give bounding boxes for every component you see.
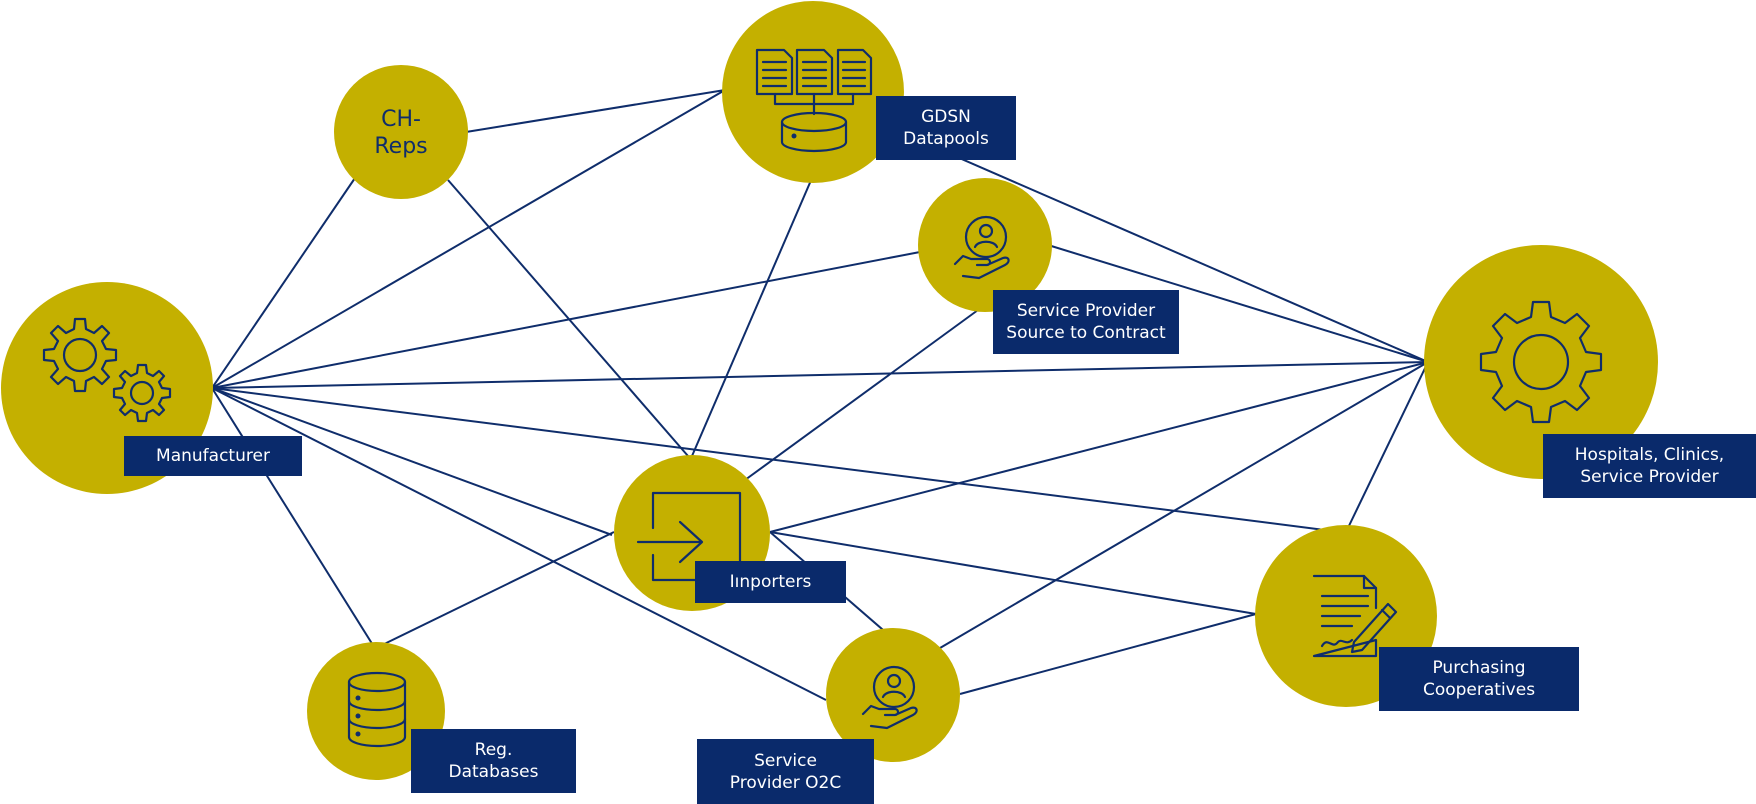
edge-manufacturer-chreps [211,177,356,389]
datapool-icon [755,48,873,153]
ch-reps-circle [334,65,468,199]
edge-importers-hospitals [769,361,1429,533]
edge-chreps-gdsn [465,89,726,133]
edge-o2c-purchasing [959,613,1257,695]
service-provider-icon [861,665,918,730]
edge-o2c-hospitals [939,361,1429,649]
gear-icon [1479,300,1603,424]
service-provider-s2c-label: Service Provider Source to Contract [993,290,1179,354]
import-icon [636,491,742,582]
edge-manufacturer-importers [211,387,613,536]
service-provider-o2c-label: Service Provider O2C [697,739,874,804]
gdsn-circle [722,1,904,183]
ch-reps-label: CH- Reps [374,107,428,159]
edge-manufacturer-purchasing [211,387,1349,534]
edge-purchasing-hospitals [1345,361,1429,533]
manufacturer-label: Manufacturer [124,436,302,476]
hospitals-circle [1424,245,1658,479]
connection-lines [211,89,1429,701]
edge-s2c-hospitals [1047,244,1429,363]
edge-manufacturer-regdb [211,387,377,651]
contract-sign-icon [1312,574,1398,658]
edge-manufacturer-s2c [211,251,921,389]
edge-chreps-importers [447,179,689,457]
o2c-circle [826,628,960,762]
edge-importers-purchasing [769,531,1257,615]
s2c-circle [918,178,1052,312]
importers-label: Iınporters [695,561,846,603]
gdsn-datapools-label: GDSN Datapools [876,96,1016,160]
edge-regdb-importers [375,531,615,649]
edge-gdsn-importers [691,177,813,457]
hospitals-label: Hospitals, Clinics, Service Provider [1543,434,1756,498]
edge-manufacturer-gdsn [211,89,726,389]
reg-databases-label: Reg. Databases [411,729,576,793]
service-provider-icon [953,215,1010,280]
edge-gdsn-hospitals [894,129,1429,363]
edge-s2c-importers [744,309,979,481]
purchasing-cooperatives-label: Purchasing Cooperatives [1379,647,1579,711]
edge-manufacturer-o2c [211,387,827,701]
edge-manufacturer-hospitals [211,361,1429,389]
gears-icon [42,317,172,423]
database-icon [347,671,407,748]
